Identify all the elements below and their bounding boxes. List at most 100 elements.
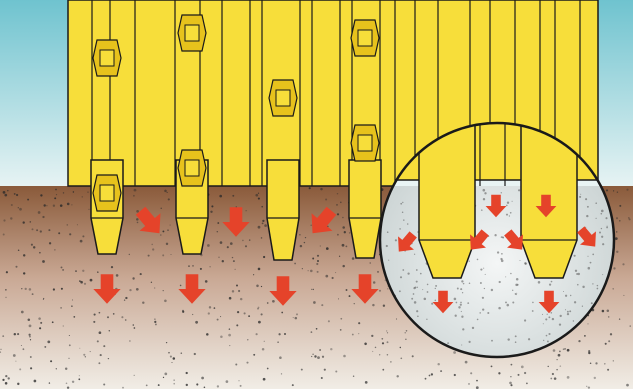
soil-grain [239, 384, 242, 387]
pressure-arrow [432, 290, 454, 314]
soil-grain [467, 302, 470, 304]
soil-grain [263, 340, 265, 342]
soil-grain [423, 297, 427, 301]
soil-grain [228, 328, 231, 330]
soil-grain [299, 233, 301, 236]
soil-grain [584, 335, 586, 337]
pressure-arrow [178, 274, 206, 304]
soil-grain [585, 198, 588, 201]
soil-grain [133, 188, 137, 192]
soil-grain [262, 255, 266, 259]
soil-grain [129, 288, 132, 292]
soil-grain [22, 221, 25, 224]
soil-grain [453, 373, 456, 377]
soil-grain [596, 287, 599, 290]
soil-grain [89, 351, 91, 353]
soil-grain [351, 333, 354, 336]
soil-grain [28, 335, 31, 338]
soil-grain [31, 228, 34, 231]
soil-grain [142, 301, 145, 304]
soil-grain [352, 375, 355, 378]
soil-grain [185, 383, 188, 387]
soil-grain [195, 320, 199, 324]
soil-grain [82, 235, 85, 238]
soil-grain [385, 244, 388, 248]
soil-grain [257, 197, 260, 200]
soil-grain [577, 272, 580, 276]
soil-grain [342, 216, 344, 219]
soil-grain [52, 204, 56, 207]
soil-grain [413, 301, 417, 304]
soil-grain [462, 328, 465, 331]
soil-grain [339, 329, 342, 331]
soil-grain [20, 344, 22, 347]
soil-grain [162, 230, 165, 233]
soil-grain [300, 368, 303, 371]
soil-grain [167, 229, 169, 231]
soil-grain [559, 365, 562, 367]
soil-grain [491, 339, 493, 342]
soil-grain [338, 255, 341, 257]
soil-grain [595, 217, 597, 219]
soil-grain [17, 333, 20, 336]
soil-grain [628, 218, 631, 221]
soil-grain [460, 301, 462, 304]
soil-grain [387, 288, 389, 290]
soil-grain [29, 339, 32, 341]
soil-grain [312, 257, 315, 260]
soil-grain [574, 269, 578, 272]
soil-grain [47, 340, 51, 344]
soil-grain [516, 292, 518, 294]
soil-grain [482, 188, 486, 192]
soil-grain [247, 339, 249, 341]
pressure-arrow [135, 206, 161, 234]
soil-grain [419, 272, 422, 275]
soil-grain [82, 269, 85, 272]
soil-grain [62, 192, 65, 194]
soil-grain [619, 204, 622, 207]
soil-grain [430, 373, 434, 376]
soil-grain [455, 301, 458, 304]
soil-grain [22, 348, 25, 351]
soil-grain [557, 353, 561, 357]
soil-grain [559, 314, 562, 318]
soil-grain [335, 370, 338, 373]
pressure-arrow [470, 229, 489, 250]
soil-grain [279, 356, 282, 359]
soil-grain [582, 285, 585, 289]
soil-grain [476, 379, 478, 382]
soil-grain [272, 299, 275, 303]
soil-grain [4, 382, 8, 385]
soil-grain [307, 270, 309, 272]
soil-grain [193, 352, 196, 356]
soil-grain [494, 234, 497, 237]
soil-grain [460, 288, 463, 291]
soil-grain [336, 192, 339, 195]
soil-grain [587, 386, 591, 389]
soil-grain [256, 284, 259, 288]
soil-grain [335, 272, 337, 274]
soil-grain [503, 237, 504, 239]
soil-grain [281, 311, 284, 314]
soil-grain [424, 377, 427, 380]
soil-grain [121, 316, 124, 319]
soil-grain [411, 297, 414, 300]
soil-grain [579, 195, 582, 198]
soil-grain [68, 335, 70, 336]
soil-grain [179, 284, 182, 287]
soil-grain [337, 233, 339, 236]
soil-grain [483, 287, 486, 290]
soil-grain [68, 344, 71, 347]
soil-grain [260, 313, 263, 316]
soil-grain [342, 226, 345, 229]
soil-grain [403, 219, 405, 221]
soil-grain [32, 246, 36, 249]
soil-grain [426, 291, 429, 293]
soil-grain [209, 266, 211, 268]
soil-grain [386, 330, 388, 332]
soil-grain [461, 292, 464, 294]
soil-grain [160, 207, 162, 209]
soil-grain [412, 293, 415, 295]
soil-grain [261, 222, 264, 225]
soil-grain [519, 259, 521, 262]
